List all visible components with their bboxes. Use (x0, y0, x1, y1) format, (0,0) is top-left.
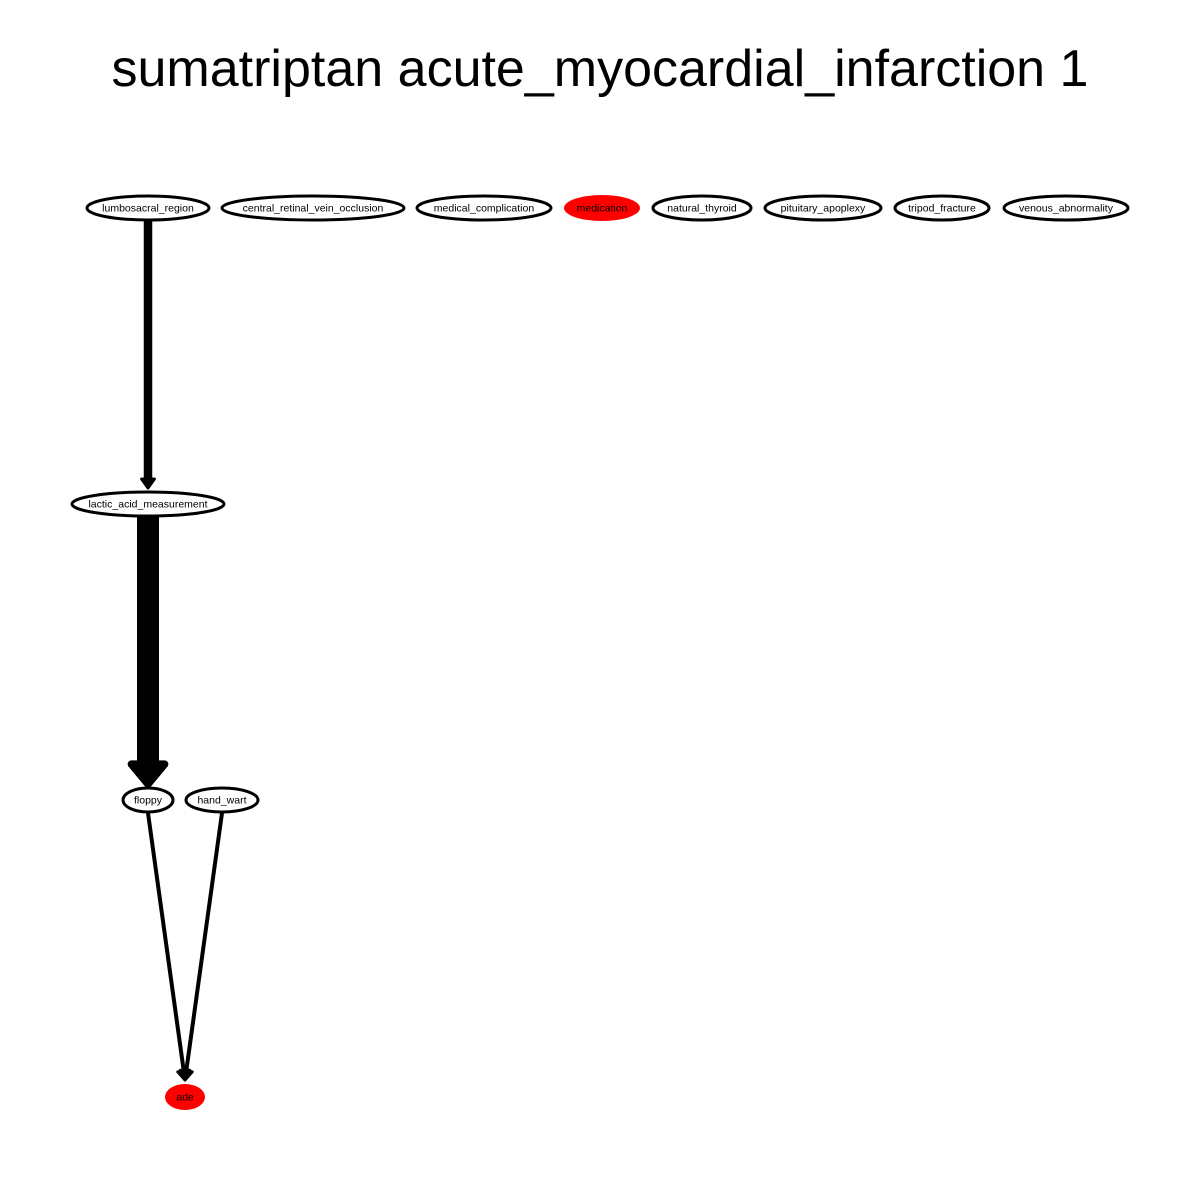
node-layer: lumbosacral_region central_retinal_vein_o… (70, 194, 1130, 1110)
node-tripod_fracture: tripod_fracture (893, 194, 991, 222)
edge-floppy-to-ade (146, 812, 187, 1077)
arrowhead-hand_wart-to-ade (178, 1068, 194, 1082)
node-ellipse-medical_complication (415, 194, 553, 222)
node-ellipse-tripod_fracture (893, 194, 991, 222)
graph-title: sumatriptan acute_myocardial_infarction … (112, 40, 1089, 98)
node-label-floppy: floppy (134, 795, 163, 807)
arrowhead-lumbosacral_region-to-lactic_acid_measurement (140, 477, 156, 490)
node-ade: ade (165, 1084, 205, 1110)
node-label-venous_abnormality: venous_abnormality (1019, 203, 1114, 215)
node-label-ade: ade (176, 1092, 194, 1104)
node-label-central_retinal_vein_occlusion: central_retinal_vein_occlusion (243, 203, 384, 215)
node-ellipse-medication (564, 195, 640, 221)
node-natural_thyroid: natural_thyroid (651, 194, 753, 222)
node-lumbosacral_region: lumbosacral_region (85, 194, 211, 222)
node-lactic_acid_measurement: lactic_acid_measurement (70, 490, 226, 518)
node-label-tripod_fracture: tripod_fracture (908, 203, 976, 215)
arrowhead-lactic_acid_measurement-to-floppy (127, 760, 169, 788)
node-label-lactic_acid_measurement: lactic_acid_measurement (88, 499, 207, 511)
node-ellipse-lumbosacral_region (85, 194, 211, 222)
node-label-medication: medication (577, 203, 628, 215)
node-ellipse-central_retinal_vein_occlusion (220, 194, 406, 222)
node-label-pituitary_apoplexy: pituitary_apoplexy (781, 203, 866, 215)
node-ellipse-hand_wart (184, 786, 260, 814)
edge-hand_wart-to-ade (183, 812, 224, 1077)
node-medical_complication: medical_complication (415, 194, 553, 222)
node-ellipse-natural_thyroid (651, 194, 753, 222)
node-medication: medication (564, 195, 640, 221)
node-ellipse-pituitary_apoplexy (763, 194, 883, 222)
node-central_retinal_vein_occlusion: central_retinal_vein_occlusion (220, 194, 406, 222)
node-hand_wart: hand_wart (184, 786, 260, 814)
node-label-hand_wart: hand_wart (197, 795, 246, 807)
node-venous_abnormality: venous_abnormality (1002, 194, 1130, 222)
node-label-lumbosacral_region: lumbosacral_region (102, 203, 194, 215)
node-ellipse-lactic_acid_measurement (70, 490, 226, 518)
node-label-medical_complication: medical_complication (434, 203, 535, 215)
edge-layer (127, 221, 224, 1082)
node-pituitary_apoplexy: pituitary_apoplexy (763, 194, 883, 222)
node-ellipse-floppy (121, 786, 175, 814)
node-floppy: floppy (121, 786, 175, 814)
node-ellipse-ade (165, 1084, 205, 1110)
node-ellipse-venous_abnormality (1002, 194, 1130, 222)
node-label-natural_thyroid: natural_thyroid (667, 203, 737, 215)
